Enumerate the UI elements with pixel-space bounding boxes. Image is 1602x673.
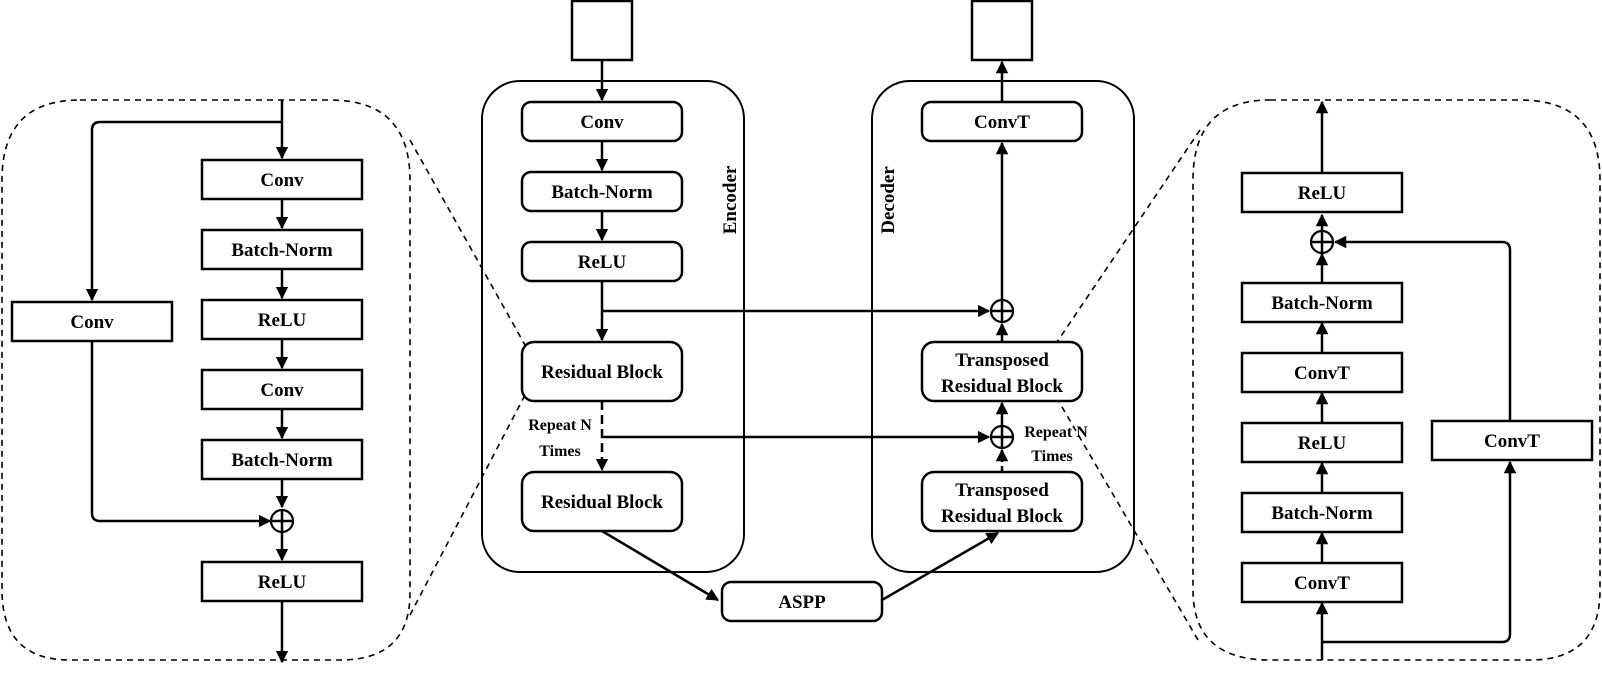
left-relu-1-label: ReLU <box>258 310 307 331</box>
right-relu-mid-box <box>1240 421 1404 464</box>
encoder-batch-norm-label: Batch-Norm <box>551 182 652 203</box>
right-batch-norm-top-label: Batch-Norm <box>1271 293 1372 314</box>
left-relu-1-box <box>200 298 364 341</box>
decoder-title: Decoder <box>878 166 899 234</box>
residual-block-detail: Conv Batch-Norm ReLU Conv Batch-Norm Con… <box>1 99 411 664</box>
encoder-repeat-line1: Repeat N <box>528 417 592 434</box>
decoder-tres-1-line2: Residual Block <box>941 376 1063 397</box>
encoder-repeat-line2: Times <box>539 443 580 460</box>
decoder-repeat-line1: Repeat N <box>1024 424 1088 441</box>
transposed-residual-block-detail: ReLU Batch-Norm ConvT ReLU Batch-Norm Co… <box>1192 99 1601 661</box>
aspp-label: ASPP <box>778 592 826 613</box>
right-convt-bottom-box <box>1240 561 1404 604</box>
right-convt-bottom-label: ConvT <box>1294 573 1350 594</box>
decoder-convt-label: ConvT <box>974 112 1030 133</box>
left-conv-1-box <box>200 158 364 201</box>
decoder-sum-node-top <box>989 298 1015 324</box>
decoder: Decoder ConvT Transposed Residual Block … <box>602 0 1135 573</box>
right-skip-convt-label: ConvT <box>1484 431 1540 452</box>
right-relu-top-box <box>1240 171 1404 214</box>
zoom-line-right-bottom <box>1054 394 1199 641</box>
left-relu-out-label: ReLU <box>258 572 307 593</box>
decoder-tres-1-line1: Transposed <box>955 350 1049 371</box>
right-batch-norm-bottom-label: Batch-Norm <box>1271 503 1372 524</box>
left-batch-norm-1-box <box>200 228 364 271</box>
right-skip-convt-box <box>1430 419 1594 462</box>
right-relu-mid-label: ReLU <box>1298 433 1347 454</box>
encoder-container <box>481 80 745 573</box>
left-batch-norm-2-box <box>200 438 364 481</box>
zoom-line-left-top <box>409 139 526 346</box>
left-conv-2-label: Conv <box>260 380 304 401</box>
encoder-residual-block-1-label: Residual Block <box>541 362 663 383</box>
decoder-sum-node-bottom <box>989 424 1015 450</box>
left-batch-norm-1-label: Batch-Norm <box>231 240 332 261</box>
left-relu-out-box <box>200 560 364 603</box>
output-square <box>970 0 1034 62</box>
right-relu-top-label: ReLU <box>1298 183 1347 204</box>
left-conv-2-box <box>200 368 364 411</box>
right-detail-container <box>1192 99 1601 661</box>
decoder-transposed-residual-block-2-box <box>920 470 1084 533</box>
left-batch-norm-2-label: Batch-Norm <box>231 450 332 471</box>
aspp-box <box>720 580 884 623</box>
left-skip-conv-label: Conv <box>70 312 114 333</box>
right-sum-node <box>1309 229 1335 255</box>
right-convt-mid-box <box>1240 351 1404 394</box>
decoder-tres-2-line1: Transposed <box>955 480 1049 501</box>
left-sum-node <box>269 508 295 534</box>
decoder-tres-2-line2: Residual Block <box>941 506 1063 527</box>
decoder-convt-box <box>920 100 1084 143</box>
right-batch-norm-bottom-box <box>1240 491 1404 534</box>
decoder-transposed-residual-block-1-box <box>920 340 1084 403</box>
zoom-line-right-top <box>1054 129 1201 346</box>
encoder-relu-label: ReLU <box>578 252 627 273</box>
left-skip-conv-box <box>10 300 174 343</box>
zoom-line-left-bottom <box>409 394 526 616</box>
decoder-repeat-line2: Times <box>1031 448 1072 465</box>
right-batch-norm-top-box <box>1240 281 1404 324</box>
left-detail-container <box>1 99 411 661</box>
left-conv-1-label: Conv <box>260 170 304 191</box>
encoder: Encoder Conv Batch-Norm ReLU Residual Bl… <box>481 0 745 573</box>
encoder-conv-label: Conv <box>580 112 624 133</box>
encoder-residual-block-2-label: Residual Block <box>541 492 663 513</box>
encoder-title: Encoder <box>720 165 741 234</box>
input-square <box>570 0 634 62</box>
right-convt-mid-label: ConvT <box>1294 363 1350 384</box>
